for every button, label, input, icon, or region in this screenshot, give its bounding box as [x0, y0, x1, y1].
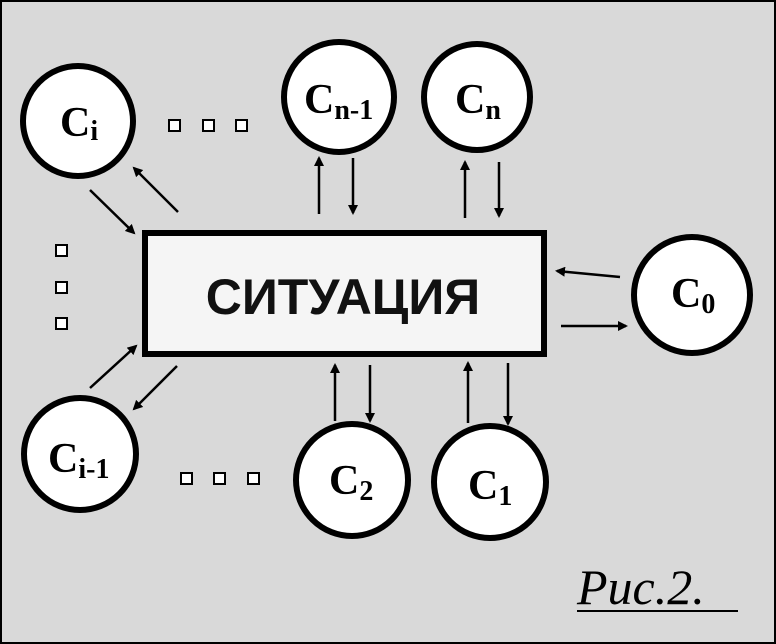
svg-text:Ci-1: Ci-1 — [48, 436, 109, 485]
node-c-i-base: C — [60, 100, 90, 146]
node-c-n-minus-1-base: C — [304, 77, 334, 123]
node-c-i-sub: i — [90, 116, 98, 147]
node-c-n-minus-1: Cn-1 — [281, 39, 397, 155]
ellipsis-left — [55, 244, 68, 330]
node-c-2-base: C — [329, 458, 359, 504]
arrow-c-0-to-situation — [555, 266, 621, 279]
arrow-c-i-minus-1-to-situation — [89, 344, 138, 389]
node-c-n: Cn — [421, 41, 533, 153]
node-c-1-sub: 1 — [498, 481, 512, 512]
svg-text:Cn-1: Cn-1 — [304, 77, 373, 126]
svg-text:C1: C1 — [468, 463, 512, 512]
node-c-0-base: C — [671, 271, 701, 317]
node-c-i-minus-1: Ci-1 — [21, 395, 139, 513]
arrow-c-i-to-situation — [89, 189, 136, 235]
node-c-i: Ci — [20, 63, 136, 179]
arrow-situation-to-c-i-minus-1 — [132, 365, 178, 411]
node-c-1: C1 — [431, 423, 549, 541]
node-c-i-minus-1-base: C — [48, 436, 78, 482]
situation-box — [142, 230, 547, 357]
node-c-1-base: C — [468, 463, 498, 509]
svg-text:Ci: Ci — [60, 100, 98, 147]
node-c-0: C0 — [631, 234, 753, 356]
svg-text:C0: C0 — [671, 271, 715, 320]
arrow-situation-to-c-i — [132, 166, 179, 213]
ellipsis-bottom — [180, 472, 260, 485]
ellipsis-top — [168, 119, 248, 132]
node-c-2-sub: 2 — [359, 476, 373, 507]
node-c-n-base: C — [455, 77, 485, 123]
svg-text:Cn: Cn — [455, 77, 501, 126]
node-c-0-sub: 0 — [701, 289, 715, 320]
node-c-2: C2 — [293, 421, 411, 539]
situation-label: СИТУАЦИЯ — [206, 269, 480, 325]
node-c-i-minus-1-sub: i-1 — [78, 454, 109, 485]
node-c-n-minus-1-sub: n-1 — [334, 95, 373, 126]
svg-text:C2: C2 — [329, 458, 373, 507]
node-c-n-sub: n — [485, 95, 501, 126]
figure-caption: Рис.2. — [576, 559, 705, 615]
